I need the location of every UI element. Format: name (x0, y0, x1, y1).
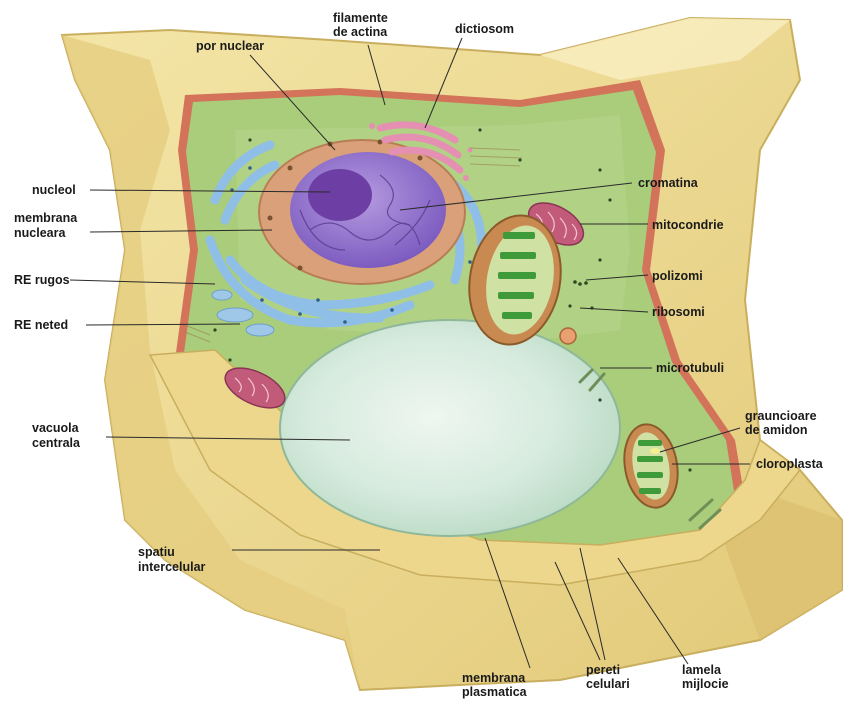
label-microtubuli: microtubuli (656, 361, 724, 375)
label-nucleol: nucleol (32, 183, 76, 197)
label-filamente-de-actina: filamente de actina (333, 11, 391, 39)
label-membrana-plasmatica: membrana plasmatica (462, 671, 529, 699)
label-lamela-mijlocie: lamela mijlocie (682, 663, 729, 691)
label-cromatina: cromatina (638, 176, 699, 190)
label-por-nuclear: por nuclear (196, 39, 264, 53)
label-grauncioare-de-amidon: grauncioare de amidon (745, 409, 820, 437)
label-dictiosom: dictiosom (455, 22, 514, 36)
label-re-neted: RE neted (14, 318, 68, 332)
nucleus (259, 140, 465, 285)
starch-grain (650, 448, 660, 454)
label-cloroplasta: cloroplasta (756, 457, 824, 471)
label-re-rugos: RE rugos (14, 273, 70, 287)
label-pereti-celulari: pereti celulari (586, 663, 630, 691)
nucleolus (308, 169, 372, 221)
label-ribosomi: ribosomi (652, 305, 705, 319)
label-vacuola-centrala: vacuola centrala (32, 421, 82, 450)
vesicle (560, 328, 576, 344)
label-membrana-nucleara: membrana nucleara (14, 211, 81, 240)
central-vacuole (280, 320, 620, 536)
label-mitocondrie: mitocondrie (652, 218, 724, 232)
label-polizomi: polizomi (652, 269, 703, 283)
